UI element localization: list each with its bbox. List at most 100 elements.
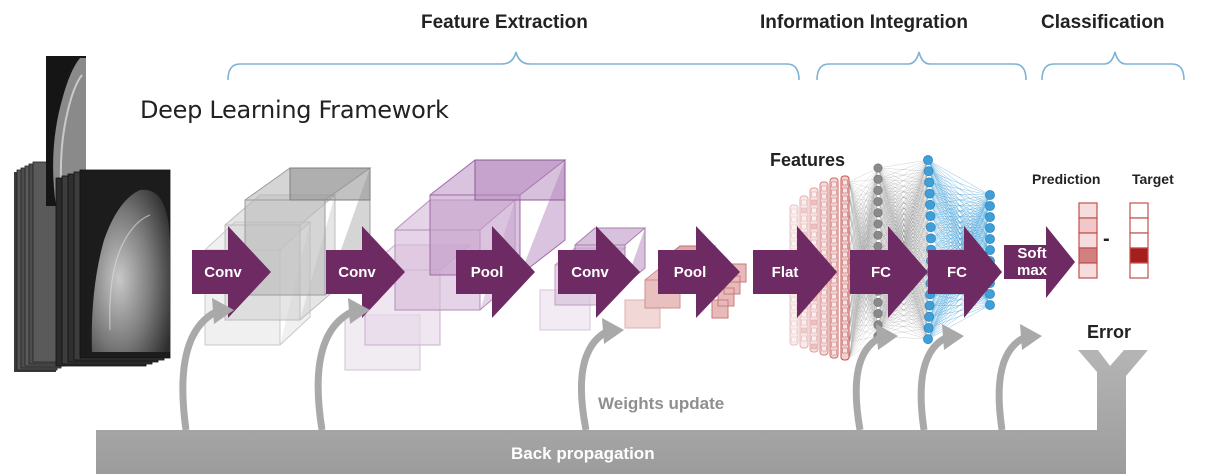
feature-cell <box>821 305 827 312</box>
fc-edge <box>848 167 879 183</box>
fc-edge <box>877 159 929 180</box>
feature-cell <box>801 335 807 342</box>
fc-node <box>873 174 883 184</box>
fc-edge <box>877 159 929 191</box>
fc-edge <box>877 159 929 258</box>
weights-update-label: Weights update <box>598 394 725 413</box>
fc-node <box>923 323 934 333</box>
fc-node <box>924 311 935 322</box>
feature-cell <box>811 319 817 326</box>
feature-cell <box>801 199 807 206</box>
feature-cell <box>811 343 817 350</box>
fc-edge <box>877 159 929 169</box>
feature-cell <box>811 231 817 238</box>
pool1-label: Pool <box>470 263 504 281</box>
fc-edge <box>877 182 930 247</box>
feature-cell <box>821 345 827 352</box>
fc-edge <box>877 193 930 247</box>
feature-cell <box>842 291 848 298</box>
feature-cell <box>811 335 817 342</box>
feature-cell <box>791 312 797 319</box>
section-brace-feature-extraction <box>227 51 800 81</box>
feature-cell <box>831 197 837 204</box>
fc-edge <box>848 324 879 359</box>
feature-cell <box>811 239 817 246</box>
fc-edge <box>927 159 991 196</box>
fc-node <box>923 155 933 165</box>
back-propagation-path <box>96 350 1148 474</box>
fc2-arrow <box>928 226 1002 318</box>
framework-title: Deep Learning Framework <box>140 96 449 124</box>
feature-cell <box>842 203 848 210</box>
fc1-label: FC <box>871 263 891 281</box>
fc-node <box>873 297 883 307</box>
feature-cell <box>831 341 837 348</box>
feature-cell <box>842 251 848 258</box>
fc-node <box>873 197 883 207</box>
fc-node <box>985 223 995 233</box>
fc-edge <box>877 182 930 225</box>
feature-cell <box>791 328 797 335</box>
feature-cell <box>821 297 827 304</box>
fc-node <box>985 190 995 200</box>
feature-cell <box>842 331 848 338</box>
fc-node <box>873 208 883 218</box>
fc-edge <box>877 171 929 225</box>
feature-cell <box>842 195 848 202</box>
feature-cell <box>791 304 797 311</box>
section-title-classification: Classification <box>1041 12 1165 33</box>
feature-cell <box>821 249 827 256</box>
feature-cell <box>801 223 807 230</box>
feature-cell <box>821 233 827 240</box>
feature-cell <box>842 235 848 242</box>
fc-edge <box>930 194 991 228</box>
softmax-label-line2: max <box>1016 262 1048 279</box>
fc-edge <box>848 179 879 215</box>
fc-edge <box>877 171 929 213</box>
fc1-arrow <box>850 226 928 318</box>
pool2-label: Pool <box>673 263 707 281</box>
feature-cell <box>811 311 817 318</box>
weight-update-arrows <box>179 306 1030 431</box>
conv1-label: Conv <box>204 263 242 281</box>
feature-cell <box>831 285 837 292</box>
fc-edge <box>877 171 929 202</box>
fc-edge <box>848 167 879 199</box>
fc-node <box>985 289 995 299</box>
fc-edge <box>877 193 930 236</box>
fc-edge <box>877 271 931 337</box>
fc-edge <box>927 293 991 340</box>
fc-node <box>925 222 936 233</box>
fc-edge <box>877 182 930 213</box>
fc-node <box>925 199 936 210</box>
fc-edge <box>877 294 931 337</box>
fc-edge <box>930 194 991 261</box>
fc-edge <box>877 159 929 247</box>
prediction-label: Prediction <box>1032 171 1101 187</box>
fc-edge <box>848 167 879 215</box>
feature-cell <box>791 208 797 215</box>
flat-arrow <box>753 226 837 318</box>
feature-cell <box>842 283 848 290</box>
fc-node <box>873 163 883 173</box>
feature-cell <box>842 339 848 346</box>
fc-node <box>924 188 935 199</box>
fc-edge <box>877 159 929 213</box>
fc-edge <box>848 291 879 359</box>
feature-cell <box>821 185 827 192</box>
feature-column <box>840 175 850 361</box>
minus-sign: - <box>1103 228 1110 250</box>
front-slice-stack <box>55 169 171 367</box>
feature-cell <box>831 325 837 332</box>
target-label: Target <box>1132 171 1174 187</box>
error-label: Error <box>1087 322 1132 342</box>
fc-node <box>873 219 883 229</box>
fc-node <box>926 233 936 244</box>
flat-label: Flat <box>771 263 799 281</box>
feature-cell <box>821 289 827 296</box>
feature-cell <box>791 224 797 231</box>
fc-node <box>985 234 995 244</box>
conv3-label: Conv <box>571 263 609 281</box>
fc-edge <box>930 194 991 239</box>
feature-cell <box>831 229 837 236</box>
